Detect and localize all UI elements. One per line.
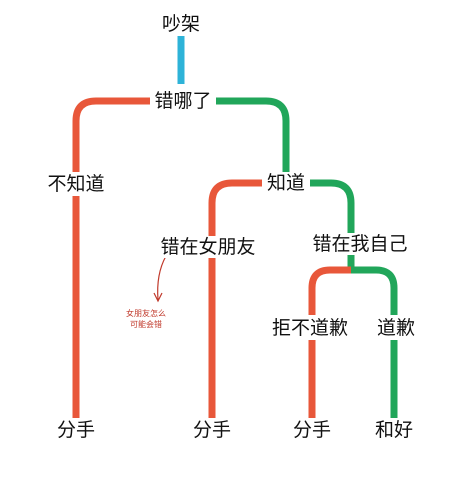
edge-split-refuse: [308, 266, 351, 315]
node-self-wrong: 错在我自己: [310, 233, 410, 255]
node-know: 知道: [264, 172, 308, 194]
node-girlfriend-wrong: 错在女朋友: [158, 236, 258, 258]
handwritten-annotation: 女朋友怎么 可能会错: [126, 308, 166, 330]
edge-question-dont-know: [72, 97, 150, 172]
edge-question-know: [216, 97, 290, 172]
annotation-line-1: 女朋友怎么: [126, 309, 166, 318]
node-breakup-3: 分手: [290, 419, 334, 441]
annotation-arrow: [157, 255, 167, 301]
node-breakup-2: 分手: [190, 419, 234, 441]
edge-know-girlfriend: [208, 179, 262, 236]
node-breakup-1: 分手: [54, 419, 98, 441]
annotation-line-2: 可能会错: [130, 320, 162, 329]
annotation-arrowhead: [153, 292, 163, 303]
node-apology: 道歉: [374, 317, 418, 339]
node-reconcile: 和好: [372, 419, 416, 441]
edge-split-apology: [351, 266, 398, 315]
node-dont-know: 不知道: [45, 173, 107, 195]
node-question: 错哪了: [152, 90, 214, 112]
node-refuse-apology: 拒不道歉: [269, 317, 351, 339]
node-root: 吵架: [159, 13, 203, 35]
edge-know-self: [310, 179, 355, 236]
